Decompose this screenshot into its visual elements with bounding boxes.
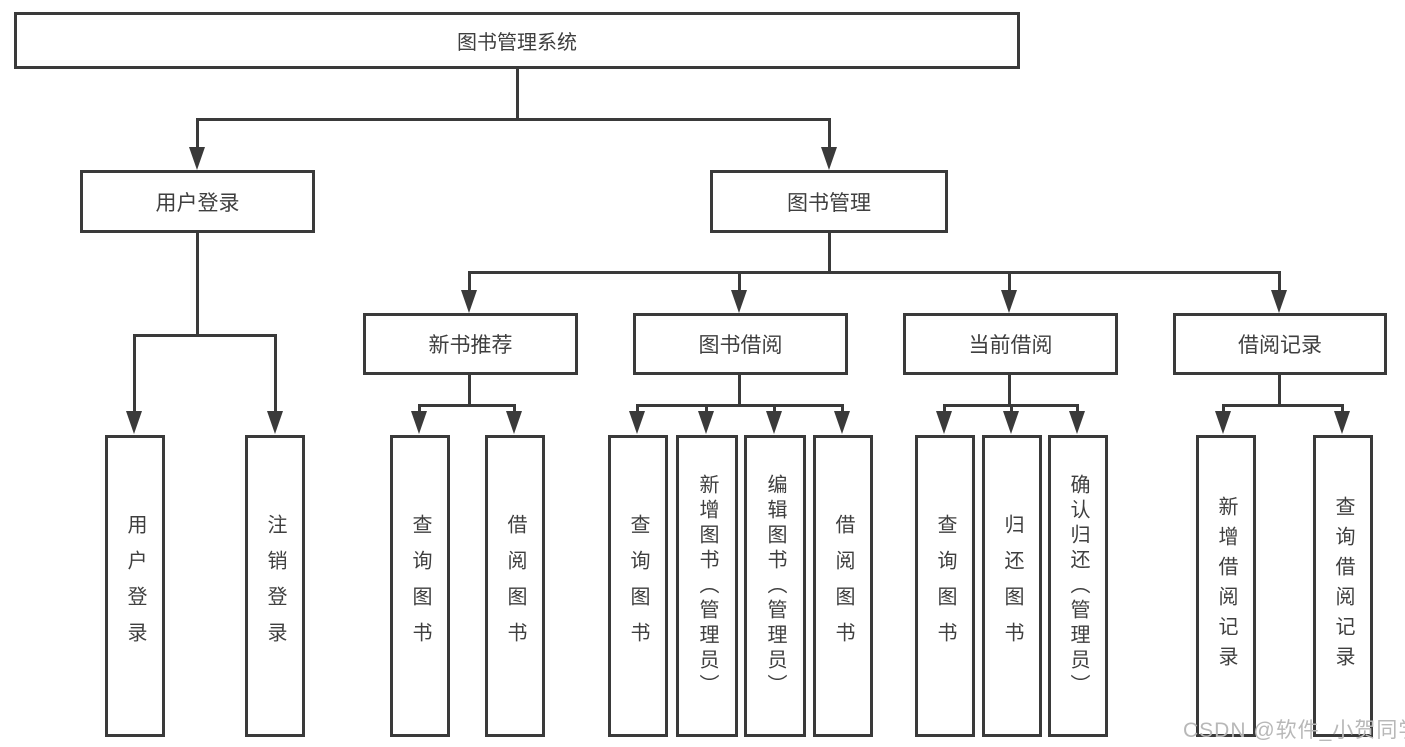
leaf-query-book-borrowing: 查询图书	[608, 435, 668, 737]
connector-line	[1278, 375, 1281, 406]
arrow-down-icon	[411, 411, 427, 434]
leaf-label: 借阅图书	[832, 514, 854, 658]
arrow-down-icon	[267, 411, 283, 434]
leaf-label: 用户登录	[124, 514, 146, 658]
leaf-query-book-current: 查询图书	[915, 435, 975, 737]
connector-line	[133, 334, 136, 411]
connector-line	[1010, 404, 1013, 412]
arrow-down-icon	[629, 411, 645, 434]
connector-line	[1008, 375, 1011, 406]
arrow-down-icon	[698, 411, 714, 434]
leaf-label: 注销登录	[264, 514, 286, 658]
leaf-label: 确认归还（管理员）	[1067, 473, 1089, 699]
arrow-down-icon	[1215, 411, 1231, 434]
node-user-login: 用户登录	[80, 170, 315, 233]
connector-line	[1341, 404, 1344, 412]
leaf-return-book: 归还图书	[982, 435, 1042, 737]
csdn-watermark: CSDN @软件_小贺同学	[1183, 719, 1405, 742]
connector-line	[738, 271, 741, 290]
connector-line	[196, 118, 831, 121]
leaf-borrow-book-recommend: 借阅图书	[485, 435, 545, 737]
connector-line	[943, 404, 946, 412]
connector-line	[196, 233, 199, 336]
leaf-label: 新增借阅记录	[1215, 496, 1237, 676]
connector-line	[516, 69, 519, 120]
connector-line	[738, 375, 741, 406]
connector-line	[468, 375, 471, 406]
node-label: 图书借阅	[698, 334, 783, 357]
node-label: 新书推荐	[428, 334, 513, 357]
node-borrowing-records: 借阅记录	[1173, 313, 1387, 375]
connector-line	[513, 404, 516, 412]
connector-line	[1076, 404, 1079, 412]
leaf-label: 查询借阅记录	[1332, 496, 1354, 676]
leaf-label: 借阅图书	[504, 514, 526, 658]
node-library-management-system: 图书管理系统	[14, 12, 1020, 69]
leaf-query-borrow-record: 查询借阅记录	[1313, 435, 1373, 737]
leaf-add-borrow-record: 新增借阅记录	[1196, 435, 1256, 737]
arrow-down-icon	[821, 147, 837, 170]
leaf-label: 归还图书	[1001, 514, 1023, 658]
leaf-logout: 注销登录	[245, 435, 305, 737]
arrow-down-icon	[1334, 411, 1350, 434]
leaf-label: 编辑图书（管理员）	[764, 473, 786, 699]
connector-line	[418, 404, 421, 412]
leaf-user-login: 用户登录	[105, 435, 165, 737]
node-label: 图书管理系统	[457, 32, 577, 54]
arrow-down-icon	[1003, 411, 1019, 434]
arrow-down-icon	[936, 411, 952, 434]
connector-line	[196, 118, 199, 149]
leaf-label: 查询图书	[409, 514, 431, 658]
arrow-down-icon	[1069, 411, 1085, 434]
leaf-borrow-book-borrowing: 借阅图书	[813, 435, 873, 737]
arrow-down-icon	[1271, 290, 1287, 313]
connector-line	[705, 404, 708, 412]
connector-line	[1008, 271, 1011, 290]
connector-line	[418, 404, 516, 407]
connector-line	[468, 271, 471, 290]
connector-line	[828, 233, 831, 273]
connector-line	[133, 334, 277, 337]
node-label: 用户登录	[155, 191, 240, 215]
connector-line	[1222, 404, 1225, 412]
arrow-down-icon	[1001, 290, 1017, 313]
leaf-query-book-recommend: 查询图书	[390, 435, 450, 737]
node-label: 图书管理	[787, 191, 871, 215]
arrow-down-icon	[126, 411, 142, 434]
connector-line	[773, 404, 776, 412]
connector-line	[828, 118, 831, 149]
node-current-borrowing: 当前借阅	[903, 313, 1118, 375]
leaf-edit-book-admin: 编辑图书（管理员）	[744, 435, 806, 737]
arrow-down-icon	[731, 290, 747, 313]
connector-line	[274, 334, 277, 411]
node-new-book-recommend: 新书推荐	[363, 313, 578, 375]
leaf-confirm-return-admin: 确认归还（管理员）	[1048, 435, 1108, 737]
connector-line	[1278, 271, 1281, 290]
arrow-down-icon	[506, 411, 522, 434]
connector-line	[636, 404, 639, 412]
node-label: 借阅记录	[1238, 334, 1322, 357]
connector-line	[841, 404, 844, 412]
arrow-down-icon	[834, 411, 850, 434]
node-book-management: 图书管理	[710, 170, 948, 233]
connector-line	[1222, 404, 1344, 407]
arrow-down-icon	[189, 147, 205, 170]
leaf-label: 新增图书（管理员）	[696, 473, 718, 699]
connector-line	[468, 271, 1281, 274]
arrow-down-icon	[766, 411, 782, 434]
node-book-borrowing: 图书借阅	[633, 313, 848, 375]
connector-line	[636, 404, 844, 407]
leaf-label: 查询图书	[627, 514, 649, 658]
node-label: 当前借阅	[968, 334, 1053, 357]
arrow-down-icon	[461, 290, 477, 313]
leaf-label: 查询图书	[934, 514, 956, 658]
leaf-add-book-admin: 新增图书（管理员）	[676, 435, 738, 737]
